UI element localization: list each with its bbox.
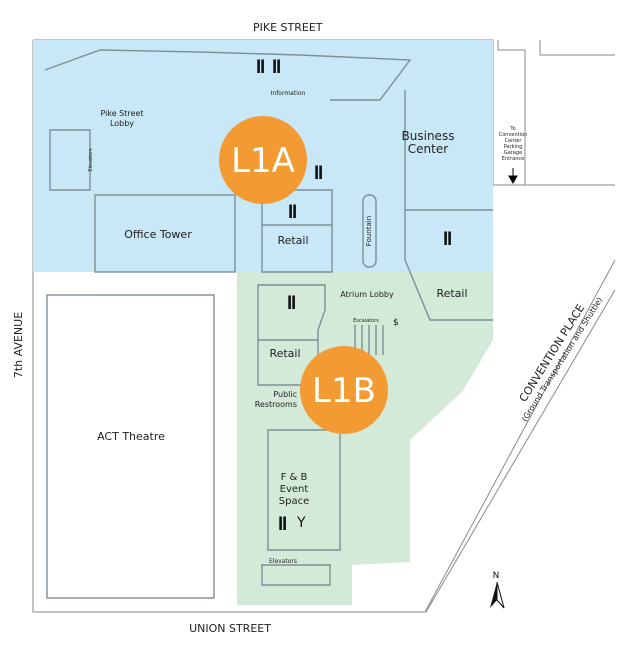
fork-knife-icon: ǁ [314,164,323,180]
room-atrium-lobby: Atrium Lobby [340,290,394,299]
room-retail-2: Retail [436,287,467,300]
badge-l1b[interactable]: L1B [300,346,388,434]
street-label-east-sub: (Ground Transportation and Shuttle) [520,296,604,424]
street-label-east: CONVENTION PLACE [517,302,588,404]
north-arrow-icon: N [490,571,505,609]
fork-knife-icon: ǁ [288,203,297,219]
room-retail-3: Retail [269,347,300,360]
room-elevators-south: Elevators [269,558,297,565]
room-retail-1: Retail [277,234,308,247]
room-act-theatre: ACT Theatre [97,430,165,443]
street-label-south: UNION STREET [189,622,271,635]
cocktail-icon: Y [296,515,306,531]
fork-knife-icon: ǁ [272,58,281,74]
atm-icon: $ [393,318,399,328]
svg-text:L1B: L1B [312,371,376,411]
fork-knife-icon: ǁ [287,294,296,310]
svg-text:L1A: L1A [231,141,295,181]
room-escalators: Escalators [353,318,379,324]
building-walls [44,49,493,599]
badge-l1a[interactable]: L1A [219,116,307,204]
fork-knife-icon: ǁ [278,515,287,531]
room-office-tower: Office Tower [124,228,192,241]
fork-knife-icon: ǁ [443,230,452,246]
room-elevators-north: Elevators [88,148,94,172]
fork-knife-icon: ǁ [256,58,265,74]
arrow-down-icon [508,168,518,185]
room-fountain: Fountain [365,216,373,246]
street-edges [425,40,616,613]
svg-text:N: N [493,571,500,581]
street-label-north: PIKE STREET [253,21,323,34]
street-label-west: 7th AVENUE [12,312,25,378]
zone-l1b[interactable] [237,272,493,605]
room-information: Information [271,90,306,97]
